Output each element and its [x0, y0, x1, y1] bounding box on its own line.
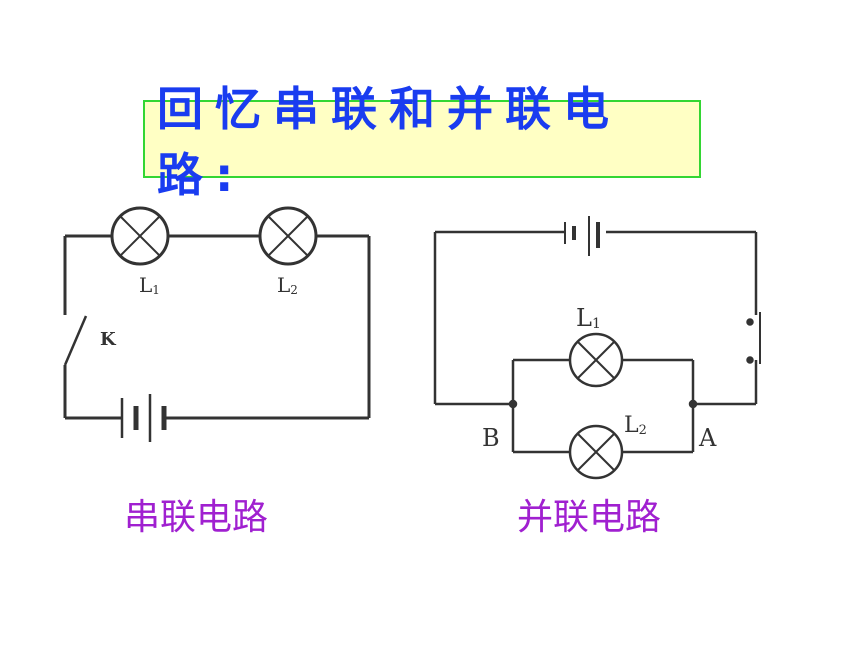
series-lamp1-cross-b	[119, 215, 161, 257]
series-lamp1-label: L1	[139, 273, 160, 297]
series-lamp2-cross-b	[267, 215, 309, 257]
parallel-lamp1-cross-b	[577, 341, 615, 379]
series-circuit-caption: 串联电路	[124, 497, 269, 538]
series-switch-blade	[63, 315, 88, 366]
parallel-lamp2-label: L2	[624, 413, 647, 438]
parallel-lamp1-label: L1	[576, 304, 601, 332]
parallel-circuit-caption: 并联电路	[517, 497, 662, 538]
parallel-switch-contact-bottom	[746, 356, 754, 364]
series-switch-label: K	[100, 329, 117, 350]
series-lamp2-label: L2	[277, 273, 298, 297]
series-labels: L1 L2 K	[100, 273, 298, 350]
parallel-switch-contact-top	[746, 318, 754, 326]
parallel-circuit	[433, 216, 761, 480]
series-circuit	[63, 206, 371, 442]
parallel-lamp2-cross-b	[577, 433, 615, 471]
title-box: 回忆串联和并联电路:	[143, 82, 701, 202]
parallel-node-b-label: B	[482, 424, 500, 452]
parallel-node-b-dot	[508, 399, 518, 409]
parallel-node-a-label: A	[698, 424, 717, 452]
parallel-labels: L1 L2 B A	[482, 304, 717, 452]
parallel-node-a-dot	[688, 399, 698, 409]
page-title: 回忆串联和并联电路:	[157, 82, 621, 202]
